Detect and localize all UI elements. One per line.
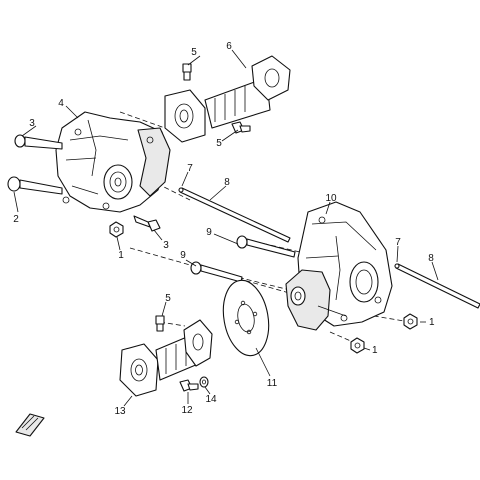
callout-2: 2 [13, 214, 19, 225]
callout-7-right: 7 [395, 237, 401, 248]
callout-9-lower: 9 [180, 250, 186, 261]
callout-5-lower: 5 [165, 293, 171, 304]
callout-10: 10 [325, 193, 337, 204]
callout-1-right-lower: 1 [372, 345, 378, 356]
leader-lines [13, 49, 439, 407]
callout-11: 11 [267, 378, 278, 389]
upper-drive-shaft [164, 55, 291, 143]
callout-1-left: 1 [118, 250, 124, 261]
bolt-3-lower [133, 215, 161, 232]
bolt-5-middle [231, 121, 251, 134]
bolt-5-upper [182, 63, 192, 81]
rear-differential [285, 201, 393, 331]
callout-8-right: 8 [428, 253, 434, 264]
callout-1-right-upper: 1 [429, 317, 435, 328]
nut-1-right-upper [403, 313, 418, 330]
shaft-8-right [394, 263, 480, 309]
bolt-9-upper [236, 235, 296, 258]
shaft-8-upper [178, 187, 291, 243]
callout-7-upper: 7 [187, 163, 193, 174]
bolt-9-lower [190, 261, 243, 283]
callout-4: 4 [58, 98, 64, 109]
nut-1-right-lower [350, 337, 365, 354]
callout-8-upper: 8 [224, 177, 230, 188]
callout-12: 12 [181, 405, 193, 416]
front-differential [55, 111, 171, 213]
bolt-12 [179, 379, 199, 392]
callout-14: 14 [205, 394, 217, 405]
callout-3-upper: 3 [29, 118, 35, 129]
callout-9-upper: 9 [206, 227, 212, 238]
front-direction-icon [15, 413, 45, 437]
callout-labels: 5 6 4 3 2 5 7 8 3 1 9 9 10 7 8 1 1 5 11 … [13, 41, 435, 417]
brake-disc [222, 279, 270, 357]
callout-6: 6 [226, 41, 232, 52]
callout-5-upper: 5 [191, 47, 197, 58]
callout-5-middle: 5 [216, 138, 222, 149]
bolt-5-lower [155, 315, 165, 332]
bolt-2 [7, 176, 63, 195]
washer-14 [199, 376, 209, 388]
nut-1-left [109, 221, 124, 238]
callout-13: 13 [114, 406, 126, 417]
bolt-3-upper [14, 134, 63, 150]
callout-3-lower: 3 [163, 240, 169, 251]
lower-drive-shaft [119, 319, 213, 397]
